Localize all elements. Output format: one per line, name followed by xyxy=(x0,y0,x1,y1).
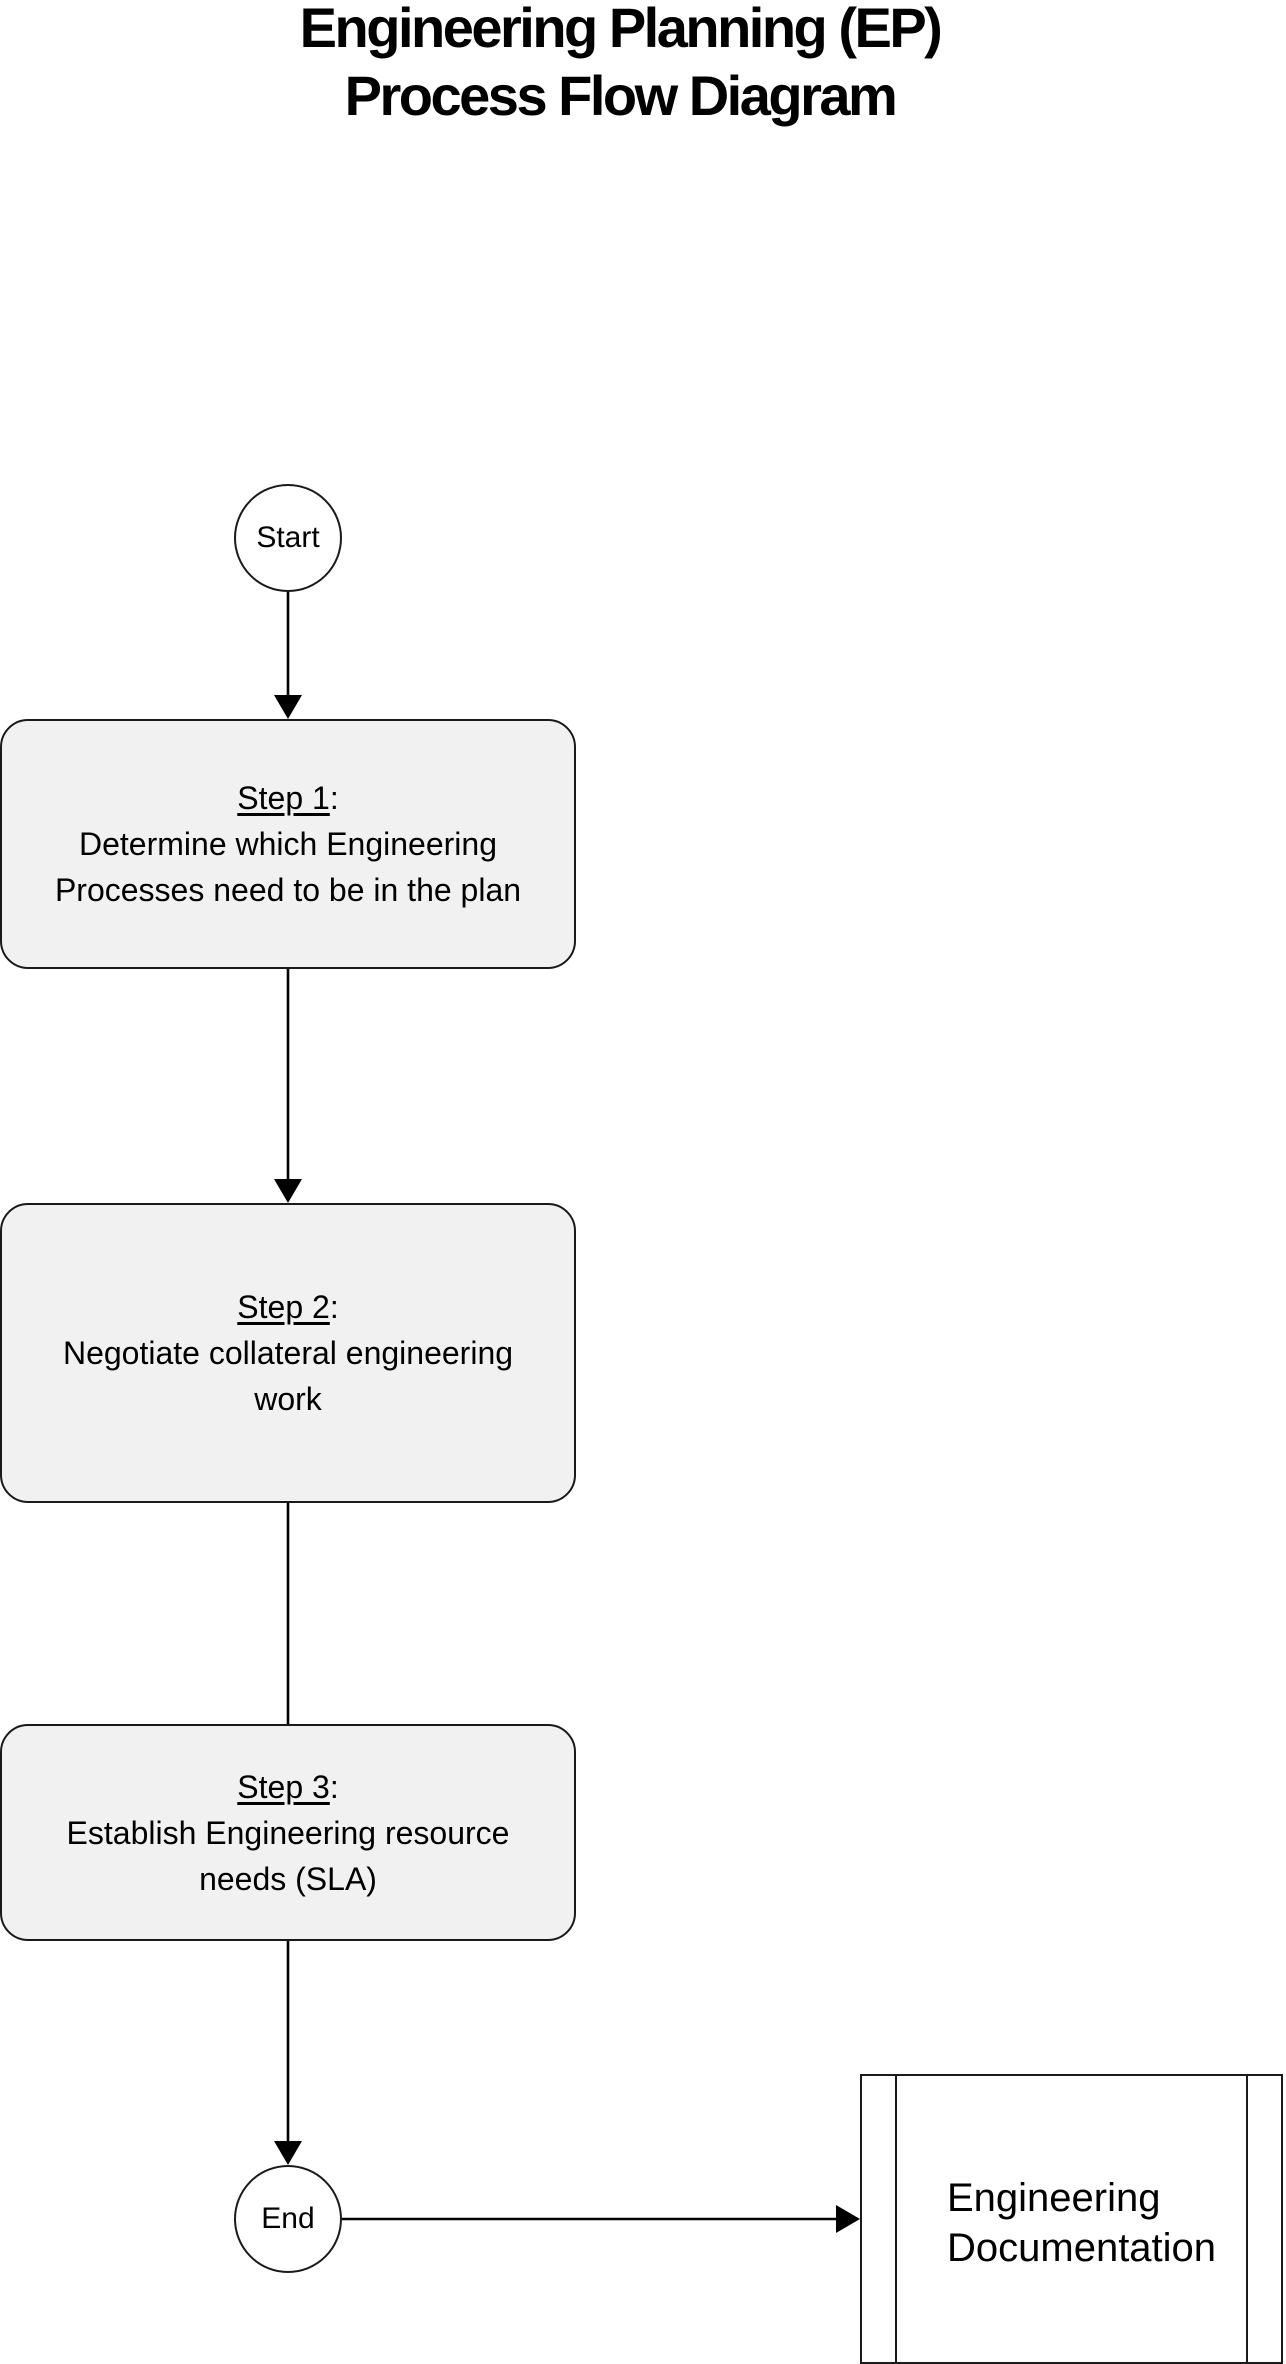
step-1-body-line-1: Determine which Engineering xyxy=(79,826,497,862)
step-3-node: Step 3: Establish Engineering resource n… xyxy=(0,1724,576,1941)
step-3-heading: Step 3: xyxy=(237,1764,338,1810)
step-1-node: Step 1: Determine which Engineering Proc… xyxy=(0,719,576,969)
title-line-2: Process Flow Diagram xyxy=(344,64,898,127)
doc-label: Engineering Documentation xyxy=(947,2173,1216,2273)
arrowhead-step3-to-end xyxy=(274,2141,302,2165)
page-title: Engineering Planning (EP) Process Flow D… xyxy=(0,0,1240,130)
title-line-1: Engineering Planning (EP) xyxy=(299,0,943,59)
arrowhead-end-to-documentation xyxy=(836,2205,860,2233)
arrowhead-step1-to-step2 xyxy=(274,1179,302,1203)
step-3-body-line-2: needs (SLA) xyxy=(199,1860,377,1897)
start-node-label: Start xyxy=(256,521,320,554)
step-2-heading: Step 2: xyxy=(237,1284,338,1330)
doc-label-line-2: Documentation xyxy=(947,2226,1217,2270)
step-2-heading-colon: : xyxy=(329,1289,339,1325)
start-node: Start xyxy=(234,484,342,592)
step-2-heading-text: Step 2 xyxy=(237,1289,330,1325)
engineering-documentation-node: Engineering Documentation xyxy=(860,2074,1283,2364)
doc-inner-line-right xyxy=(1246,2076,1248,2362)
step-1-body-line-2: Processes need to be in the plan xyxy=(54,872,522,908)
step-1-heading-colon: : xyxy=(329,780,339,816)
step-2-body-line-1: Negotiate collateral engineering xyxy=(62,1335,514,1371)
step-2-node: Step 2: Negotiate collateral engineering… xyxy=(0,1203,576,1503)
arrowhead-start-to-step1 xyxy=(274,695,302,719)
doc-label-line-1: Engineering xyxy=(947,2176,1161,2220)
end-node-label: End xyxy=(261,2202,315,2235)
step-3-body-line-1: Establish Engineering resource xyxy=(66,1814,510,1851)
step-1-heading: Step 1: xyxy=(237,775,338,821)
step-3-heading-colon: : xyxy=(329,1768,339,1805)
doc-inner-line-left xyxy=(895,2076,897,2362)
end-node: End xyxy=(234,2165,342,2273)
step-1-heading-text: Step 1 xyxy=(237,780,330,816)
step-3-heading-text: Step 3 xyxy=(237,1768,330,1805)
step-2-body-line-2: work xyxy=(254,1381,322,1417)
